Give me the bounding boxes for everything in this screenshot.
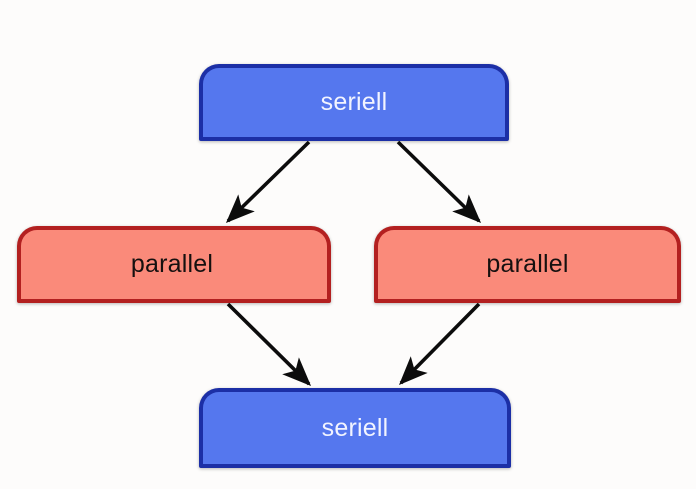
node-seriell-top[interactable]: seriell [199,64,509,141]
edge-top-to-right [396,140,482,224]
node-parallel-right[interactable]: parallel [374,226,681,303]
node-label: parallel [130,250,214,278]
edge-left-to-bottom [226,302,312,387]
node-parallel-left[interactable]: parallel [17,226,331,303]
node-seriell-bottom[interactable]: seriell [199,388,511,468]
node-label: parallel [486,250,569,278]
edge-top-to-left [225,140,311,224]
edge-right-to-bottom [398,302,481,386]
node-label: seriell [321,413,389,442]
node-label: seriell [320,88,388,116]
